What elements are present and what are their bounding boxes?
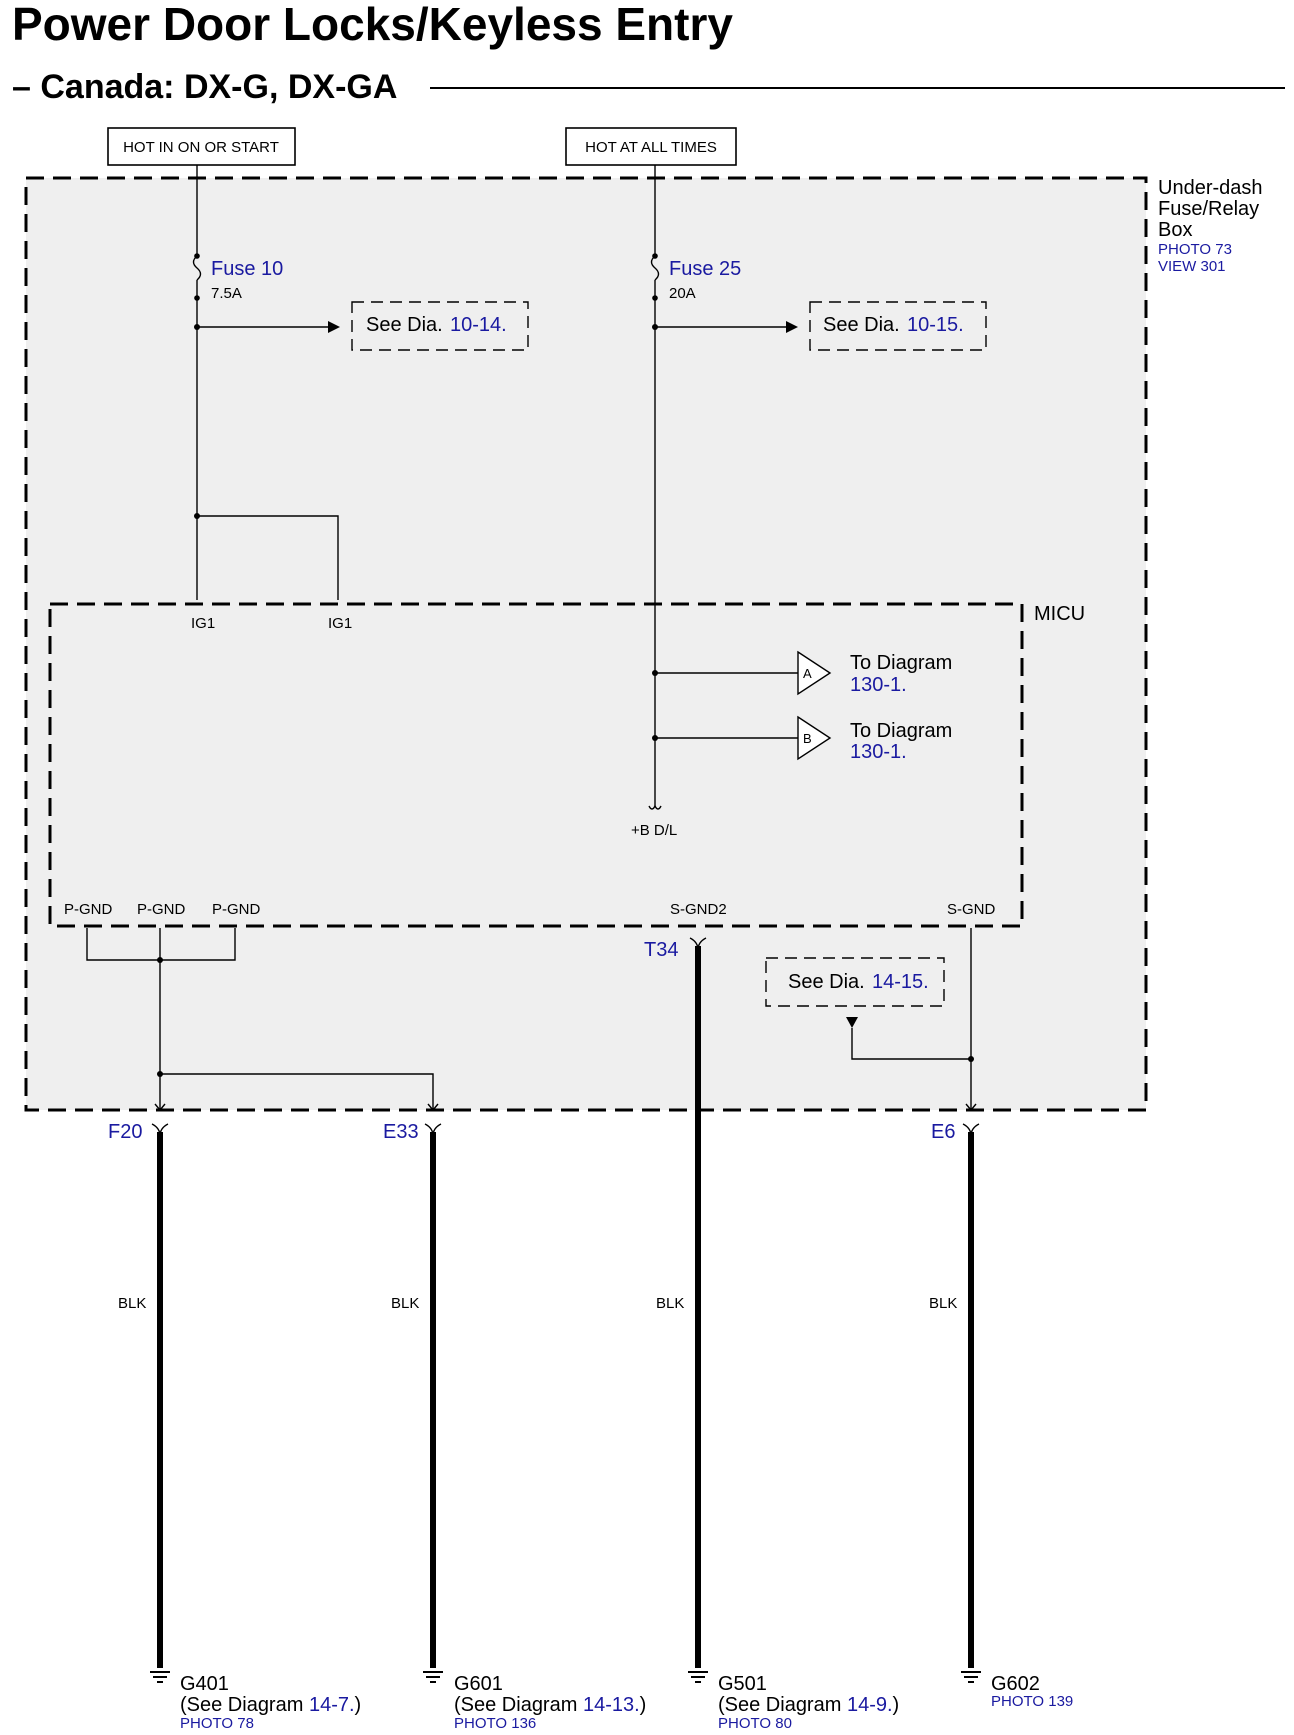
ground-g401-ref: 14-7.	[309, 1694, 355, 1716]
ground-icon-g401	[150, 1671, 170, 1683]
connector-t34: T34	[644, 939, 678, 961]
fuse-10-rating: 7.5A	[211, 285, 242, 302]
wire-color-2: BLK	[391, 1295, 419, 1312]
ground-g602-name: G602	[991, 1673, 1040, 1695]
arrow-to-10-15	[786, 321, 798, 333]
micu-label: MICU	[1034, 603, 1085, 625]
pgnd-2-label: P-GND	[137, 901, 186, 918]
connector-a-marker	[797, 650, 832, 696]
to-diagram-a-text: To Diagram	[850, 652, 952, 674]
connector-b-letter: B	[803, 731, 812, 746]
wire-color-3: BLK	[656, 1295, 684, 1312]
see-dia-10-15-ref: 10-15.	[907, 314, 964, 336]
connector-b-marker	[797, 715, 832, 761]
ground-icon-g602	[961, 1671, 981, 1683]
see-dia-10-14-box	[351, 301, 529, 351]
ground-g601-photo: PHOTO 136	[454, 1715, 536, 1732]
ground-g602-photo: PHOTO 139	[991, 1693, 1073, 1710]
sgnd2-label: S-GND2	[670, 901, 727, 918]
sgnd-label: S-GND	[947, 901, 996, 918]
pgnd-1-label: P-GND	[64, 901, 113, 918]
fuse-box-area	[26, 178, 1146, 1110]
ground-g401-photo: PHOTO 78	[180, 1715, 254, 1732]
see-dia-14-15-prefix: See Dia.	[788, 971, 865, 993]
hot-in-on-box	[107, 127, 296, 166]
wire-color-4: BLK	[929, 1295, 957, 1312]
hot-in-on-label: HOT IN ON OR START	[123, 139, 279, 156]
hot-at-all-times-label: HOT AT ALL TIMES	[585, 139, 717, 156]
ground-g401-see: (See Diagram 14-7.)	[180, 1694, 361, 1716]
ground-g501-see: (See Diagram 14-9.)	[718, 1694, 899, 1716]
bdl-label: +B D/L	[631, 822, 677, 839]
to-diagram-b-ref: 130-1.	[850, 741, 907, 763]
page-title: Power Door Locks/Keyless Entry	[12, 0, 733, 50]
fuse-box-view: VIEW 301	[1158, 258, 1226, 275]
connector-e6: E6	[931, 1121, 955, 1143]
ground-g501-close: )	[893, 1694, 900, 1716]
ground-g601-see: (See Diagram 14-13.)	[454, 1694, 646, 1716]
ground-icon-g601	[423, 1671, 443, 1683]
connector-f20: F20	[108, 1121, 142, 1143]
see-dia-10-15-box	[809, 301, 987, 351]
ground-g501-name: G501	[718, 1673, 767, 1695]
ground-icon-g501	[688, 1671, 708, 1683]
wire-color-1: BLK	[118, 1295, 146, 1312]
see-dia-14-15-ref: 14-15.	[872, 971, 929, 993]
ground-g501-see-text: (See Diagram	[718, 1694, 841, 1716]
fuse-10-name: Fuse 10	[211, 258, 283, 280]
fuse-25-name: Fuse 25	[669, 258, 741, 280]
ground-g601-ref: 14-13.	[583, 1694, 640, 1716]
see-dia-14-15-box	[765, 957, 945, 1007]
arrow-to-14-15	[846, 1017, 858, 1028]
fuse-box-label-1: Under-dash	[1158, 177, 1263, 199]
fuse-box-photo: PHOTO 73	[1158, 241, 1232, 258]
ground-g401-close: )	[355, 1694, 362, 1716]
ground-g401-see-text: (See Diagram	[180, 1694, 303, 1716]
micu-outline	[48, 602, 1024, 928]
see-dia-10-14-prefix: See Dia.	[366, 314, 443, 336]
to-diagram-b-text: To Diagram	[850, 720, 952, 742]
hot-at-all-times-box	[565, 127, 737, 166]
pgnd-3-label: P-GND	[212, 901, 261, 918]
to-diagram-a-ref: 130-1.	[850, 674, 907, 696]
ground-g601-see-text: (See Diagram	[454, 1694, 577, 1716]
ig1-b-label: IG1	[328, 615, 352, 632]
fuse-25-rating: 20A	[669, 285, 696, 302]
ground-g501-ref: 14-9.	[847, 1694, 893, 1716]
ground-g401-name: G401	[180, 1673, 229, 1695]
connector-e33: E33	[383, 1121, 419, 1143]
connector-a-letter: A	[803, 666, 812, 681]
ground-g501-photo: PHOTO 80	[718, 1715, 792, 1732]
page-subtitle: – Canada: DX-G, DX-GA	[12, 68, 397, 106]
fuse-box-label-3: Box	[1158, 219, 1192, 241]
ground-g601-name: G601	[454, 1673, 503, 1695]
fuse-25-symbol	[650, 255, 660, 281]
fuse-box-label-2: Fuse/Relay	[1158, 198, 1259, 220]
ig1-a-label: IG1	[191, 615, 215, 632]
see-dia-10-14-ref: 10-14.	[450, 314, 507, 336]
fuse-10-symbol	[192, 255, 202, 281]
see-dia-10-15-prefix: See Dia.	[823, 314, 900, 336]
arrow-to-10-14	[328, 321, 340, 333]
ground-g601-close: )	[640, 1694, 647, 1716]
